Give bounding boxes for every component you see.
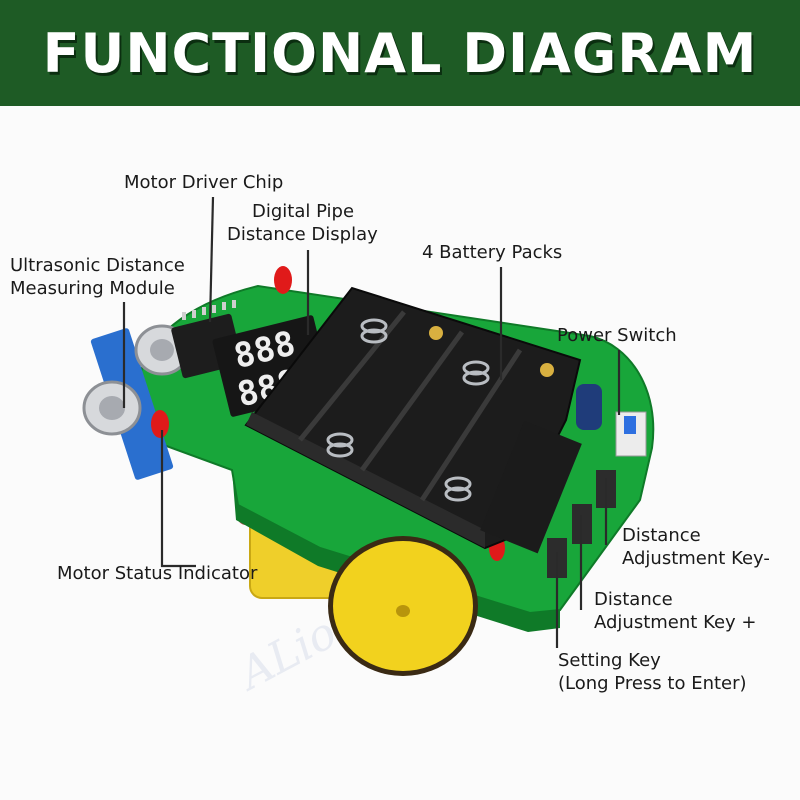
- label-dist-plus-line2: Adjustment Key +: [594, 612, 757, 633]
- chip-pin: [182, 312, 186, 320]
- battery-springs: [326, 318, 490, 502]
- label-battery-packs: 4 Battery Packs: [422, 242, 563, 263]
- chip-pin: [192, 310, 196, 318]
- leader-motor-status: [160, 430, 196, 568]
- spring: [326, 432, 354, 448]
- spring: [360, 328, 388, 344]
- label-dist-plus-line1: Distance: [594, 589, 673, 610]
- title-banner: FUNCTIONAL DIAGRAM: [0, 0, 800, 106]
- battery-slot-divider: [419, 348, 523, 502]
- spring: [444, 486, 472, 502]
- label-motor-status: Motor Status Indicator: [57, 563, 258, 584]
- spring: [326, 442, 354, 458]
- spring: [360, 318, 388, 334]
- label-digital-pipe-line1: Digital Pipe: [252, 201, 355, 222]
- ultrasonic-transducer-bottom-inner: [99, 396, 125, 420]
- capacitor: [576, 384, 602, 430]
- chip-pin: [232, 300, 236, 308]
- led-top: [274, 266, 292, 294]
- chip-pin: [222, 302, 226, 310]
- label-dist-minus-line1: Distance: [622, 525, 701, 546]
- battery-terminal: [540, 363, 554, 377]
- leader-motor-driver: [208, 196, 215, 323]
- label-ultrasonic-line2: Measuring Module: [10, 278, 175, 299]
- label-dist-minus-line2: Adjustment Key-: [622, 548, 770, 569]
- chip-pins: [182, 300, 236, 320]
- spring: [462, 360, 490, 376]
- microcontroller: [480, 420, 582, 554]
- battery-holder-front: [246, 412, 485, 548]
- label-setting-line2: (Long Press to Enter): [558, 673, 747, 694]
- pcb-edge: [232, 470, 560, 632]
- label-power-switch: Power Switch: [557, 325, 677, 346]
- wheel-axle: [396, 605, 410, 617]
- label-ultrasonic-line1: Ultrasonic Distance: [10, 255, 185, 276]
- ultrasonic-transducer-top-inner: [150, 339, 174, 361]
- leader-lines: [122, 196, 621, 648]
- label-motor-driver-chip: Motor Driver Chip: [124, 172, 284, 193]
- led-left: [151, 410, 169, 438]
- label-setting-line1: Setting Key: [558, 650, 661, 671]
- chip-pin: [202, 307, 206, 315]
- battery-terminal: [429, 326, 443, 340]
- spring: [444, 476, 472, 492]
- spring: [462, 370, 490, 386]
- battery-slot-divider: [359, 330, 465, 472]
- page-title: FUNCTIONAL DIAGRAM: [42, 22, 758, 85]
- battery-terminals: [429, 326, 554, 377]
- label-digital-pipe-line2: Distance Display: [227, 224, 378, 245]
- chip-pin: [212, 305, 216, 313]
- power-switch-knob: [624, 416, 636, 434]
